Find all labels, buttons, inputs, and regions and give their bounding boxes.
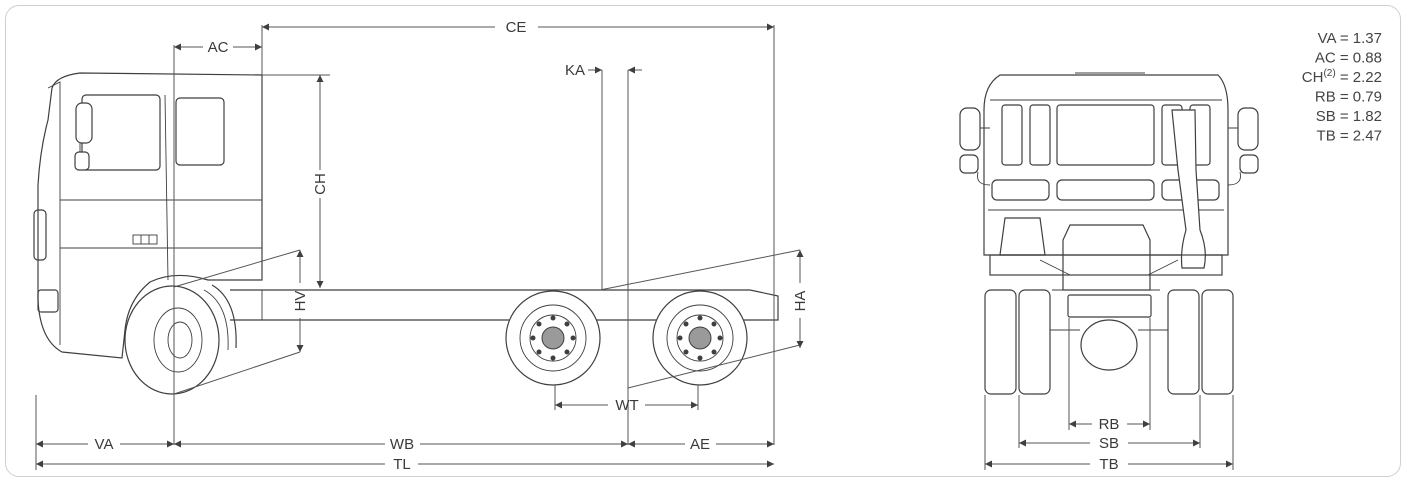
rear-wheel-1 [505, 290, 601, 386]
spec-superscript: (2) [1323, 68, 1335, 79]
cab-outline [37, 72, 263, 359]
front-cab-outline [983, 74, 1229, 256]
spec-key: CH [1302, 69, 1324, 86]
cab-window-front [81, 94, 161, 171]
label-ha: HA [792, 291, 809, 312]
spec-line-sb: SB = 1.82 [1316, 108, 1382, 125]
front-tire-outer-left [984, 289, 1017, 395]
front-tire-inner-left [1018, 289, 1051, 395]
label-wb: WB [390, 436, 414, 453]
spec-line-ch: CH(2) = 2.22 [1302, 68, 1382, 86]
label-va: VA [95, 436, 114, 453]
front-mirror-left [959, 107, 981, 151]
label-ch: CH [312, 173, 329, 195]
front-wheel [124, 285, 220, 395]
headlight [33, 209, 47, 261]
diagram-frame [5, 5, 1401, 477]
spec-value: = 0.88 [1336, 50, 1382, 67]
spec-key: AC [1315, 50, 1336, 67]
label-hv: HV [292, 291, 309, 312]
spec-value: = 1.37 [1336, 30, 1382, 47]
front-tire-outer-right [1201, 289, 1234, 395]
label-ae: AE [690, 436, 710, 453]
spec-line-rb: RB = 0.79 [1315, 89, 1382, 106]
label-ka: KA [565, 62, 585, 79]
truck-side-view [33, 23, 804, 470]
spec-key: TB [1317, 128, 1336, 145]
spec-line-tb: TB = 2.47 [1317, 128, 1382, 145]
front-mirror-right [1237, 107, 1259, 151]
spec-key: RB [1315, 89, 1336, 106]
spec-key: VA [1318, 30, 1337, 47]
cab-window-rear [175, 97, 225, 166]
label-sb: SB [1099, 435, 1119, 452]
label-ac: AC [208, 39, 229, 56]
side-mirror [75, 102, 93, 144]
label-rb: RB [1099, 416, 1120, 433]
front-windshield [1056, 104, 1155, 166]
spec-line-va: VA = 1.37 [1318, 30, 1382, 47]
label-ce: CE [506, 19, 527, 36]
exhaust-stack [1171, 109, 1206, 269]
spec-value: = 2.47 [1336, 128, 1382, 145]
rear-wheel-2 [652, 290, 748, 386]
label-tb: TB [1099, 456, 1118, 473]
spec-key: SB [1316, 108, 1336, 125]
spec-line-ac: AC = 0.88 [1315, 50, 1382, 67]
spec-value: = 1.82 [1336, 108, 1382, 125]
front-tire-inner-right [1167, 289, 1200, 395]
spec-value: = 2.22 [1336, 69, 1382, 86]
truck-front-view [959, 72, 1259, 470]
label-wt: WT [615, 397, 638, 414]
label-tl: TL [393, 456, 411, 473]
spec-value: = 0.79 [1336, 89, 1382, 106]
